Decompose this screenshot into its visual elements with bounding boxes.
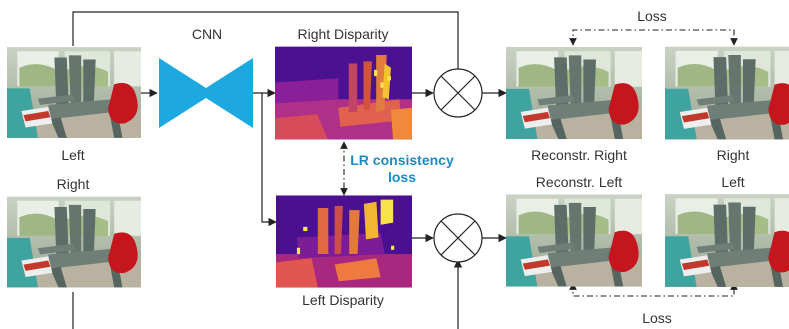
cnn-branch-line xyxy=(261,93,277,227)
right-disparity-map xyxy=(275,46,412,140)
lr-consistency-line2: loss xyxy=(387,169,417,185)
left-disparity-label: Left Disparity xyxy=(302,292,384,308)
lr-consistency-loss-label: LR consistency loss xyxy=(350,152,453,186)
cnn-bowtie-icon xyxy=(159,58,253,128)
connections xyxy=(72,11,507,329)
target-left-label: Left xyxy=(721,174,745,190)
left-input-label: Left xyxy=(61,147,85,163)
target-right-label: Right xyxy=(716,147,750,163)
cnn-label: CNN xyxy=(191,26,223,42)
target-left-image xyxy=(665,194,789,287)
lr-consistency-line1: LR consistency xyxy=(350,152,454,168)
top-loss-connector xyxy=(569,29,738,46)
left-skip-line xyxy=(72,11,463,79)
bottom-loss-connector xyxy=(569,282,738,297)
right-input-image xyxy=(7,196,141,288)
bottom-loss-label: Loss xyxy=(642,310,672,326)
reconstructed-left-image xyxy=(506,194,642,287)
bottom-warp-circled-x-icon xyxy=(433,213,483,263)
right-input-label: Right xyxy=(56,176,90,192)
top-warp-circled-x-icon xyxy=(433,68,483,118)
reconstructed-right-image xyxy=(506,46,642,140)
loss-connectors xyxy=(340,29,738,297)
reconstructed-left-label: Reconstr. Left xyxy=(535,174,623,190)
target-right-image xyxy=(665,46,789,140)
right-disparity-label: Right Disparity xyxy=(297,26,389,42)
top-loss-label: Loss xyxy=(637,8,667,24)
reconstructed-right-label: Reconstr. Right xyxy=(531,147,627,163)
left-disparity-map xyxy=(276,195,412,288)
left-input-image xyxy=(7,47,141,138)
